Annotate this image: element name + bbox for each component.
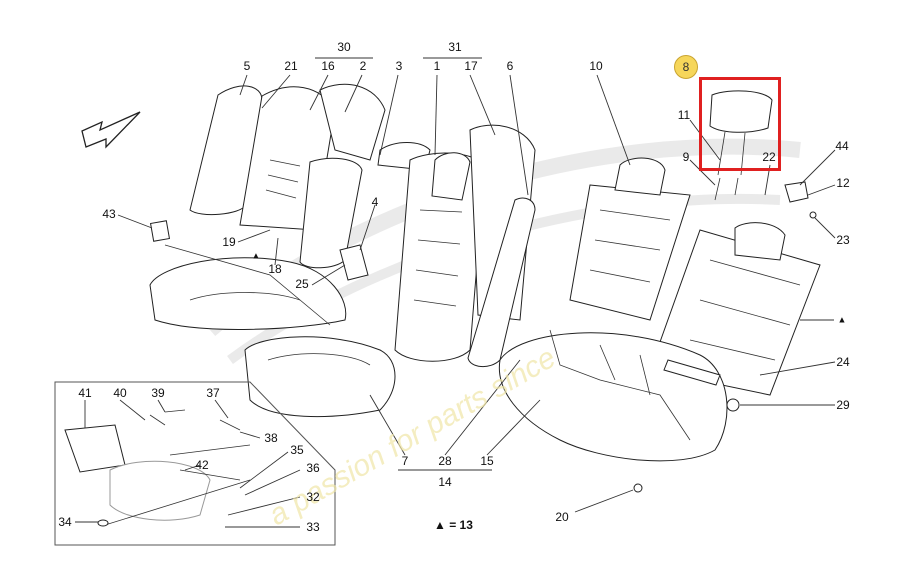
part-20-fastener [633,483,643,493]
callout-35[interactable]: 35 [290,443,304,457]
callout-3[interactable]: 3 [395,59,403,73]
callout-20[interactable]: 20 [555,510,569,524]
inset-box [54,381,336,546]
callout-36[interactable]: 36 [306,461,320,475]
leader-lines [75,74,836,528]
group-brackets [315,57,492,471]
callout-17[interactable]: 17 [464,59,478,73]
callout-25[interactable]: 25 [295,277,309,291]
callout-39[interactable]: 39 [151,386,165,400]
callout-7[interactable]: 7 [401,454,409,468]
callout-42[interactable]: 42 [195,458,209,472]
callout-34[interactable]: 34 [58,515,72,529]
callout-31[interactable]: 31 [448,40,462,54]
callout-30[interactable]: 30 [337,40,351,54]
callout-28[interactable]: 28 [438,454,452,468]
callout-44[interactable]: 44 [835,139,849,153]
right-frame-assembly [498,157,821,462]
callout-9[interactable]: 9 [682,150,690,164]
callout-15[interactable]: 15 [480,454,494,468]
callout-14[interactable]: 14 [438,475,452,489]
middle-seat-assembly [339,124,536,367]
callout-16[interactable]: 16 [321,59,335,73]
callout-19[interactable]: 19 [222,235,236,249]
callout-4[interactable]: 4 [371,195,379,209]
triangle-marker-icon: ▲ [251,250,261,261]
legend-note: ▲ = 13 [434,518,473,532]
callout-40[interactable]: 40 [113,386,127,400]
callout-5[interactable]: 5 [243,59,251,73]
headrest-part-8 [709,90,773,201]
callout-12[interactable]: 12 [836,176,850,190]
callout-37[interactable]: 37 [206,386,220,400]
callout-6[interactable]: 6 [506,59,514,73]
callout-41[interactable]: 41 [78,386,92,400]
triangle-marker-icon: ▲ [837,314,847,325]
callout-21[interactable]: 21 [284,59,298,73]
callout-10[interactable]: 10 [589,59,603,73]
callout-23[interactable]: 23 [836,233,850,247]
callout-32[interactable]: 32 [306,490,320,504]
highlighted-part-badge[interactable]: 8 [674,55,698,79]
callout-29[interactable]: 29 [836,398,850,412]
callout-33[interactable]: 33 [306,520,320,534]
callout-2[interactable]: 2 [359,59,367,73]
callout-22[interactable]: 22 [762,150,776,164]
callout-1[interactable]: 1 [433,59,441,73]
left-seat-assembly [149,83,396,418]
callout-24[interactable]: 24 [836,355,850,369]
callout-11[interactable]: 11 [677,108,691,122]
direction-arrow-icon [81,111,141,149]
highlight-box [699,77,781,171]
callout-18[interactable]: 18 [268,262,282,276]
callout-38[interactable]: 38 [264,431,278,445]
callout-43[interactable]: 43 [102,207,116,221]
